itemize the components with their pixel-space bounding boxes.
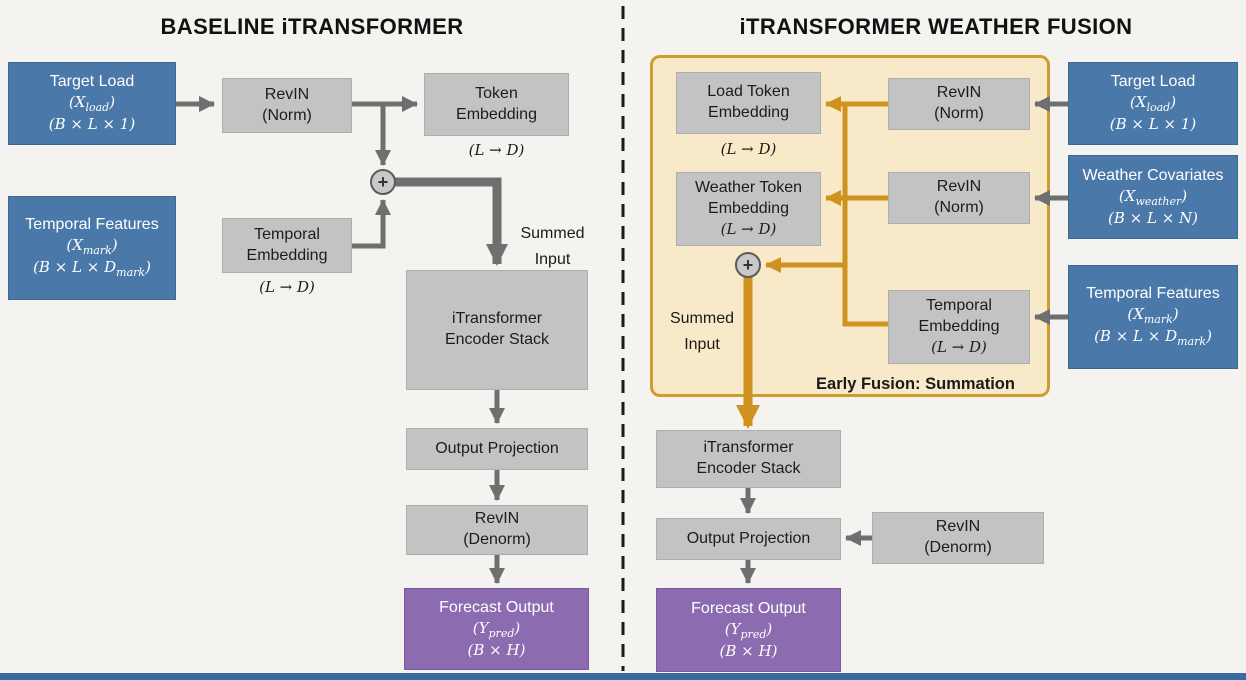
box-line: (Denorm) (463, 531, 531, 548)
box-line: (Norm) (262, 106, 312, 124)
box-line: RevIN (264, 85, 310, 103)
revin-norm-weather-box: RevIN (Norm) (888, 172, 1030, 224)
box-line: Weather Token (694, 179, 803, 197)
temporal-features-box-left: Temporal Features (Xmark) (B × L × Dmark… (8, 196, 176, 300)
box-line: Load Token (707, 83, 790, 101)
revin-denorm-box-left: RevIN (Denorm) (406, 505, 588, 555)
weather-token-embedding-box: Weather Token Embedding (L → D) (676, 172, 821, 246)
box-math-symbol: (Xmark) (66, 236, 118, 258)
plus-node-left: + (370, 169, 396, 195)
box-line: (Norm) (934, 105, 984, 122)
right-diagram-title: iTRANSFORMER WEATHER FUSION (739, 14, 1133, 39)
box-math-shape: (B × H) (719, 641, 778, 660)
box-line: Embedding (918, 318, 1000, 336)
box-line: Temporal (254, 225, 320, 243)
box-line: Embedding (708, 200, 789, 218)
box-title: Forecast Output (439, 598, 554, 616)
temporal-embedding-box-right: Temporal Embedding (L → D) (888, 290, 1030, 364)
box-line: Temporal (926, 297, 992, 315)
box-line: iTransformer (451, 310, 543, 328)
box-line: Token (475, 84, 518, 102)
box-math-shape: (B × L × Dmark) (33, 258, 151, 280)
bottom-accent-bar (0, 673, 1246, 680)
box-line: RevIN (936, 84, 982, 102)
box-line: Embedding (708, 104, 789, 121)
box-line: RevIN (936, 178, 982, 196)
orange-arrows-fusion (765, 96, 888, 327)
note-line: Summed (520, 225, 585, 242)
box-line: Embedding (246, 246, 328, 264)
revin-denorm-box-right: RevIN (Denorm) (872, 512, 1044, 564)
box-math-symbol: (Xweather) (1118, 186, 1188, 208)
summed-input-label-right: Summed Input (657, 306, 747, 357)
box-line: iTransformer (703, 439, 794, 457)
box-line: Encoder Stack (444, 331, 550, 348)
revin-norm-load-box: RevIN (Norm) (888, 78, 1030, 130)
box-line: RevIN (474, 510, 520, 528)
box-math-shape: (B × L × Dmark) (1094, 327, 1212, 349)
load-token-embedding-box: Load Token Embedding (676, 72, 821, 134)
target-load-box-left: Target Load (Xload) (B × L × 1) (8, 62, 176, 145)
summed-input-arrow-left (395, 177, 508, 266)
box-math-symbol: (Xload) (68, 93, 116, 114)
box-math-shape: (B × L × 1) (1109, 115, 1197, 134)
box-title: Target Load (49, 73, 135, 91)
box-dim-line: (L → D) (931, 338, 987, 357)
temporal-embedding-dim-label-left: (L → D) (259, 278, 315, 296)
box-line: (Norm) (934, 199, 984, 216)
weather-covariates-box: Weather Covariates (Xweather) (B × L × N… (1068, 155, 1238, 239)
box-math-symbol: (Ypred) (724, 619, 773, 641)
note-line: Input (534, 250, 571, 268)
output-projection-box-left: Output Projection (406, 428, 588, 470)
token-embedding-box: Token Embedding (424, 73, 569, 136)
target-load-box-right: Target Load (Xload) (B × L × 1) (1068, 62, 1238, 145)
box-line: Output Projection (686, 529, 811, 547)
left-diagram-title: BASELINE iTRANSFORMER (160, 14, 464, 39)
revin-norm-box-left: RevIN (Norm) (222, 78, 352, 133)
box-math-symbol: (Xload) (1129, 93, 1177, 114)
forecast-output-box-right: Forecast Output (Ypred) (B × H) (656, 588, 841, 672)
box-math-shape: (B × H) (467, 640, 526, 659)
box-line: RevIN (935, 518, 981, 536)
box-line: Embedding (456, 105, 537, 123)
token-embedding-dim-label: (L → D) (468, 141, 525, 159)
box-line: Encoder Stack (696, 460, 801, 477)
gray-arrows-right (740, 96, 1068, 584)
box-math-symbol: (Xmark) (1127, 305, 1179, 327)
box-line: (Denorm) (924, 539, 992, 556)
summed-input-label-left: Summed Input (505, 221, 600, 272)
box-title: Target Load (1110, 73, 1196, 91)
load-token-embedding-dim-label: (L → D) (720, 140, 777, 158)
encoder-stack-box-left: iTransformer Encoder Stack (406, 270, 588, 390)
box-math-shape: (B × L × N) (1107, 208, 1199, 227)
temporal-embedding-box-left: Temporal Embedding (222, 218, 352, 273)
box-title: Temporal Features (1086, 285, 1220, 303)
plus-node-right: + (735, 252, 761, 278)
encoder-stack-box-right: iTransformer Encoder Stack (656, 430, 841, 488)
gray-arrows-left (176, 96, 505, 584)
box-title: Temporal Features (25, 216, 159, 234)
box-dim-line: (L → D) (720, 220, 777, 239)
note-line: Summed (669, 310, 735, 327)
box-title: Forecast Output (691, 599, 806, 617)
temporal-features-box-right: Temporal Features (Xmark) (B × L × Dmark… (1068, 265, 1238, 369)
output-projection-box-right: Output Projection (656, 518, 841, 560)
note-line: Input (684, 335, 720, 353)
box-math-symbol: (Ypred) (472, 618, 521, 640)
box-title: Weather Covariates (1082, 166, 1224, 184)
early-fusion-label: Early Fusion: Summation (816, 375, 1015, 393)
box-line: Output Projection (435, 439, 559, 457)
box-math-shape: (B × L × 1) (48, 115, 136, 134)
forecast-output-box-left: Forecast Output (Ypred) (B × H) (404, 588, 589, 670)
